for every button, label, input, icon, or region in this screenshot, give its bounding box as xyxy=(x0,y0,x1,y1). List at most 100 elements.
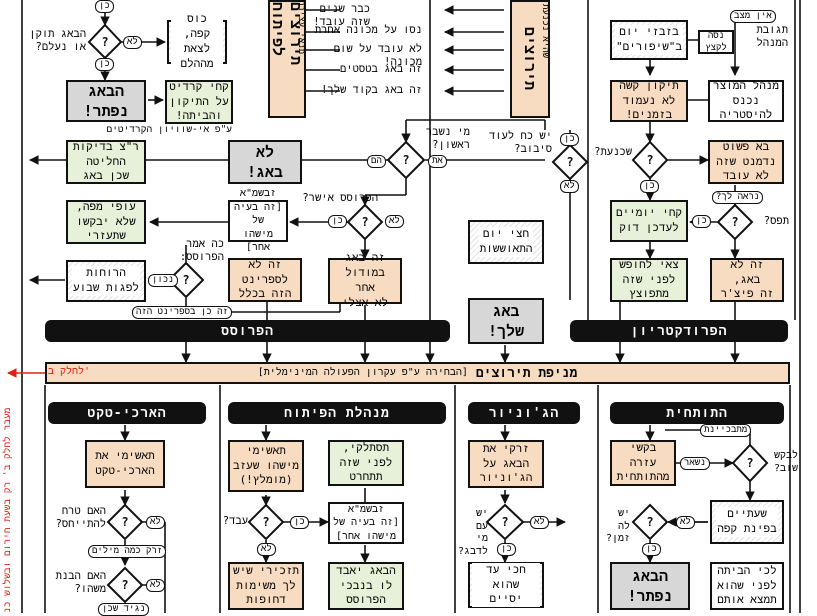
outcome-not-bug: לא באג! xyxy=(228,140,302,184)
banner-junior: הג'וניור xyxy=(468,402,580,424)
edge-label-saw: נראה לך? xyxy=(712,191,764,204)
svg-text:?: ? xyxy=(121,578,128,592)
outcome-bug-solved-2: הבאג נפתר! xyxy=(610,562,690,610)
question-ask-again: לבקש שוב? xyxy=(773,450,798,474)
outcome-bug-solved: הבאג נפתר! xyxy=(66,80,146,122)
banner-process: הפרוסס xyxy=(45,320,450,342)
edge-label-yes: כן xyxy=(640,180,659,193)
banner-architect: הארכי-טקט xyxy=(48,402,206,424)
decision-diamond xyxy=(346,203,384,241)
note-coffee-break: כוס קפה, לצאת מההלם xyxy=(167,12,227,72)
decision-diamond xyxy=(386,140,426,180)
box-lost-in-process: הבאג יאבד לו בנבכי הפרוסס xyxy=(328,562,404,610)
edge-label-threw-words: זרק כמה מילים xyxy=(88,545,167,558)
banner-title: מניפת תירוצים xyxy=(475,365,578,381)
svg-text:?: ? xyxy=(501,515,508,529)
edge-label-no: לא xyxy=(123,36,142,49)
box-take-credit: קחי קרדיט על התיקון והביתה! xyxy=(165,80,233,124)
box-product-manager-hysteria: מנהל המוצר נכנס להיסטריה xyxy=(708,79,784,122)
edge-label-no-way: אין מצב xyxy=(730,10,776,23)
note-text: בזבזי יום ב"שיפורים" xyxy=(614,25,684,55)
menu-item-1: כבר שנים שזה עובד! xyxy=(313,3,370,29)
menu-item-2: נסו על מכונה אחרת xyxy=(314,24,422,36)
edge-label-whining: מתבכיינת xyxy=(700,424,752,437)
note-text: כוס קפה, לצאת מההלם xyxy=(171,12,223,72)
edge-label-them: הם xyxy=(367,155,386,168)
decision-diamond xyxy=(716,203,754,241)
bar-subtitle: שהיא נכנעת xyxy=(540,4,550,59)
svg-text:?: ? xyxy=(731,215,738,229)
note-text: הרוחות לפגות שבוע xyxy=(71,266,141,296)
edge-label-yes: כן xyxy=(95,58,114,71)
note-waste-day: בזבזי יום ב"שיפורים" xyxy=(610,20,688,60)
box-blame-architect: תאשימי את הארכי-טקט xyxy=(85,440,165,488)
edge-label-yes: כן xyxy=(290,516,309,529)
box-not-this-sprint: זה לא לספרינט הזה בכלל xyxy=(228,258,302,302)
decision-diamonds xyxy=(87,23,769,604)
edge-label-no: לא xyxy=(530,516,549,529)
edge-label-was-here: נשאר xyxy=(680,457,710,470)
edge-label-no: לא xyxy=(146,579,165,592)
link-to-part-b[interactable]: לחלק ב' xyxy=(48,366,91,377)
note-text: שעתיים בפינת קפה xyxy=(716,507,778,537)
bar-title: תירוצים לפיתוח xyxy=(269,2,305,66)
svg-text:?: ? xyxy=(361,215,368,229)
question-caught: תפס? xyxy=(763,215,789,227)
diamond-question-marks: ??? ??? ??? ??? ? xyxy=(101,35,753,592)
note-coffee-corner: שעתיים בפינת קפה xyxy=(710,500,784,544)
decision-diamond xyxy=(106,503,144,541)
box-get-out: תסתלקי, לפני שזה תתחרט xyxy=(328,440,404,486)
box-vacation: צאי לחופש לפני שזה מתפוצץ xyxy=(610,258,688,302)
edge-label-say-yes: נגיד שכן xyxy=(98,603,150,616)
note-half-day-recovery: חצי יום התאוששות xyxy=(468,220,544,264)
question-convinced: שכנעת? xyxy=(594,146,632,158)
banner-excuse-fan: מניפת תירוצים [הבחירה ע"פ עקרון הפעולה ה… xyxy=(45,362,790,384)
note-text: חכי עד שהוא יסיים xyxy=(472,562,540,608)
box-someone-elses-problem-2: זבשמ"א [זה בעיה של מישהו אחר] xyxy=(328,502,404,544)
banner-dev-manager: מנהלת הפיתוח xyxy=(228,402,446,424)
menu-item-4: זה באג בטסטים xyxy=(340,63,422,75)
outcome-your-bug: באג שלך! xyxy=(468,298,544,344)
note-text: חצי יום התאוששות xyxy=(478,227,534,257)
box-two-days-docs: קחי יומיים לעדכן דוק xyxy=(610,200,688,242)
menu-item-5: זה באג בקוד שלך! xyxy=(321,84,422,96)
edge-label-no: לא xyxy=(257,543,276,556)
edge-label-no: לא xyxy=(146,516,165,529)
svg-text:?: ? xyxy=(121,515,128,529)
edge-label-this-sprint: זה כן בספרינט הזה xyxy=(132,306,232,319)
box-other-module: זה באג במודול אחר לא אצלי xyxy=(328,251,402,309)
menu-item-3: לא עובד על שום מכונה! xyxy=(333,43,422,69)
box-feature-not-bug: זה לא באג, זה פיצ'ר xyxy=(710,258,784,302)
label-manager-response: תגובת המנהל xyxy=(756,24,788,50)
edge-label-me: את xyxy=(428,155,447,168)
decision-diamond xyxy=(485,503,525,541)
banner-production: הפרודקטריון xyxy=(570,320,788,342)
edge-label-no: לא xyxy=(560,180,579,193)
decision-diamond xyxy=(631,140,669,180)
question-architect-responded: האם טרח להתייחס? xyxy=(55,505,106,531)
box-ask-expert-help: בקשי עזרה מהתותחית xyxy=(610,440,676,486)
svg-text:?: ? xyxy=(566,155,573,169)
question-debug-with: יש עם מי לדבג? xyxy=(457,508,488,557)
svg-text:?: ? xyxy=(646,153,653,167)
banner-subtitle: [הבחירה ע"פ עקרון הפעולה המינימלית] xyxy=(257,367,468,378)
edge-label-yes: כן xyxy=(328,215,347,228)
svg-text:?: ? xyxy=(646,515,653,529)
box-try-cut: נסה לקצץ xyxy=(698,30,734,54)
decision-diamond xyxy=(551,143,589,181)
svg-text:?: ? xyxy=(101,35,108,49)
label-process-said: כה אמר הפרוסס: xyxy=(179,238,224,264)
question-has-time: יש לה זמן? xyxy=(605,508,630,544)
svg-text:?: ? xyxy=(402,153,409,167)
question-bug-fixed: הבאג תוקן או נעלם? xyxy=(29,28,86,54)
box-throw-on-junior: זרקי את הבאג על הג'וניור xyxy=(468,440,544,488)
bar-surrender-excuses: תירוצים xyxy=(510,0,550,118)
question-who-broke-first: מי נשבר ראשון? xyxy=(425,126,470,152)
box-someone-elses-problem: זבשמ"א [זה בעיה של מישהו אחר] xyxy=(228,188,288,253)
edge-label-no: לא xyxy=(385,215,404,228)
bar-subtitle: תנאי עצירה xyxy=(296,0,306,55)
banner-expert: התותחית xyxy=(610,402,784,424)
decision-diamond xyxy=(731,443,769,483)
question-process-approved: הפרוסס אישר? xyxy=(302,192,378,204)
